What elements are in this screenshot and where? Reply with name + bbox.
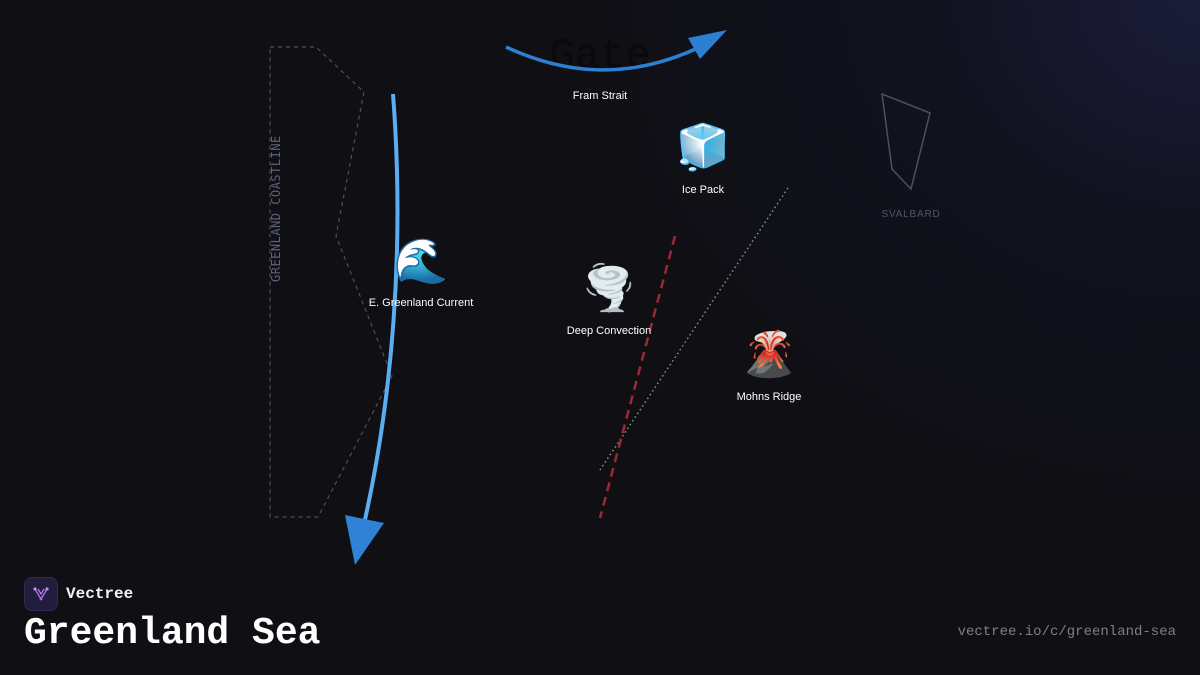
page-title: Greenland Sea <box>24 612 321 655</box>
fram-arrow-head <box>688 30 727 59</box>
current-label: E. Greenland Current <box>369 297 474 309</box>
feature-fram-strait: Fram Strait <box>573 90 627 102</box>
brand: Vectree <box>24 577 133 611</box>
svalbard-outline <box>881 92 931 191</box>
volcano-icon: 🌋 <box>742 329 797 380</box>
gate-label: Gate <box>550 32 651 80</box>
convection-line <box>598 235 677 519</box>
ice-cube-icon: 🧊 <box>676 122 731 173</box>
deep-convection-label: Deep Convection <box>567 325 651 337</box>
page-url: vectree.io/c/greenland-sea <box>957 624 1176 640</box>
feature-ice-pack: 🧊 Ice Pack <box>676 122 731 196</box>
tornado-icon: 🌪️ <box>582 261 637 314</box>
greenland-coastline <box>269 46 393 518</box>
brand-name: Vectree <box>66 585 134 603</box>
wave-icon: 🌊 <box>394 236 449 287</box>
fram-arrow <box>505 44 703 72</box>
mohns-ridge-label: Mohns Ridge <box>737 391 802 403</box>
coast-label: GREENLAND COASTLINE <box>269 135 283 282</box>
svalbard-label: SVALBARD <box>881 209 940 220</box>
fram-strait-label: Fram Strait <box>573 90 627 102</box>
feature-deep-convection: 🌪️ Deep Convection <box>567 261 651 337</box>
feature-mohns-ridge: 🌋 Mohns Ridge <box>737 329 802 403</box>
ice-pack-label: Ice Pack <box>682 184 725 196</box>
current-arrow-head <box>345 515 384 565</box>
feature-current: 🌊 E. Greenland Current <box>369 236 474 309</box>
current-arrow <box>362 93 400 525</box>
vectree-logo-icon <box>24 577 58 611</box>
